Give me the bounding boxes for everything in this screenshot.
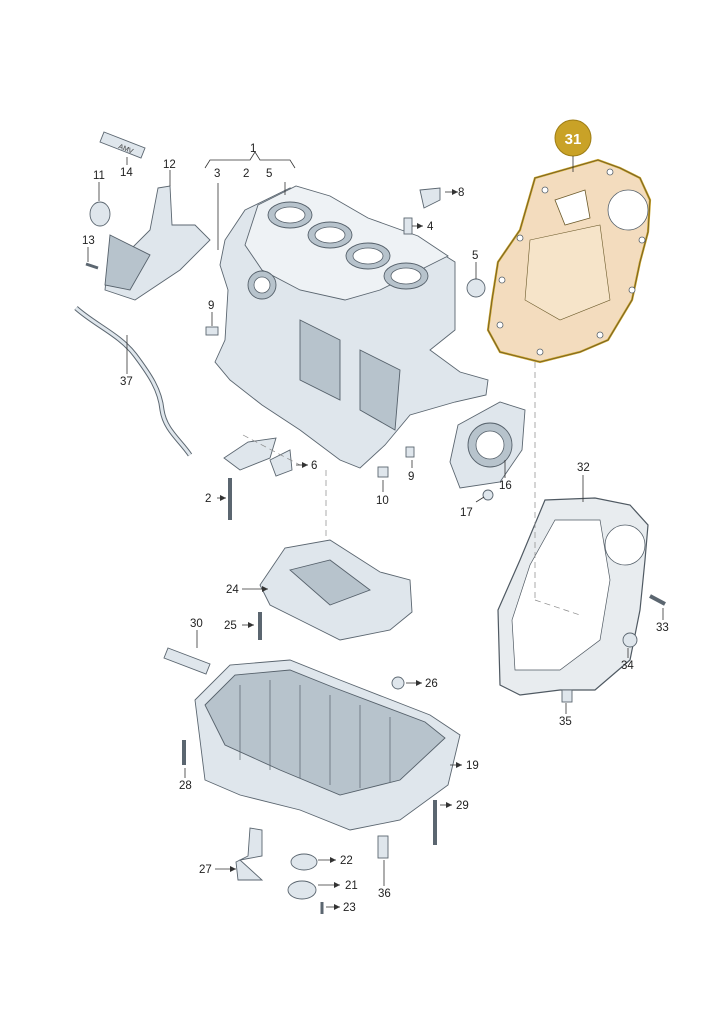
nozzle-6[interactable] bbox=[269, 449, 293, 477]
gasket-32[interactable] bbox=[497, 497, 649, 696]
label-35[interactable]: 35 bbox=[559, 716, 572, 728]
sleeve-35[interactable] bbox=[561, 689, 573, 703]
label-8[interactable]: 8 bbox=[458, 187, 464, 199]
nut-34[interactable] bbox=[622, 632, 638, 648]
cylinder-block[interactable] bbox=[214, 185, 489, 469]
label-30[interactable]: 30 bbox=[190, 618, 203, 630]
label-9b[interactable]: 9 bbox=[408, 471, 414, 483]
label-2a[interactable]: 2 bbox=[243, 168, 249, 180]
dipstick-tube-37[interactable] bbox=[74, 306, 193, 457]
oil-baffle-24[interactable] bbox=[259, 539, 413, 641]
label-34[interactable]: 34 bbox=[621, 660, 634, 672]
label-33[interactable]: 33 bbox=[656, 622, 669, 634]
label-6[interactable]: 6 bbox=[311, 460, 317, 472]
label-25[interactable]: 25 bbox=[224, 620, 237, 632]
bolt-33[interactable] bbox=[649, 594, 666, 606]
bolt-17[interactable] bbox=[482, 489, 494, 501]
label-16[interactable]: 16 bbox=[499, 480, 512, 492]
bolt-13[interactable] bbox=[85, 262, 99, 270]
tube-sealant-30[interactable] bbox=[163, 647, 211, 675]
label-13[interactable]: 13 bbox=[82, 235, 95, 247]
seal-11[interactable] bbox=[89, 201, 111, 227]
plug-5[interactable] bbox=[466, 278, 486, 298]
label-21[interactable]: 21 bbox=[345, 880, 358, 892]
label-27[interactable]: 27 bbox=[199, 864, 212, 876]
label-24[interactable]: 24 bbox=[226, 584, 239, 596]
tube-sealant-14[interactable]: AMV bbox=[99, 131, 146, 159]
seal-flange-16[interactable] bbox=[449, 401, 526, 489]
bolt-8[interactable] bbox=[419, 187, 441, 209]
label-19[interactable]: 19 bbox=[466, 760, 479, 772]
label-4[interactable]: 4 bbox=[427, 221, 434, 233]
seal-22[interactable] bbox=[290, 853, 318, 871]
label-37[interactable]: 37 bbox=[120, 376, 133, 388]
label-12[interactable]: 12 bbox=[163, 159, 176, 171]
sleeve-10[interactable] bbox=[377, 466, 389, 478]
gasket-31-highlighted[interactable] bbox=[486, 158, 652, 364]
label-3[interactable]: 3 bbox=[214, 168, 220, 180]
label-14[interactable]: 14 bbox=[120, 167, 133, 179]
label-32[interactable]: 32 bbox=[577, 462, 590, 474]
sensor-36[interactable] bbox=[377, 835, 389, 859]
label-5b[interactable]: 5 bbox=[472, 250, 478, 262]
label-28[interactable]: 28 bbox=[179, 780, 192, 792]
label-17[interactable]: 17 bbox=[460, 507, 473, 519]
label-23[interactable]: 23 bbox=[343, 902, 356, 914]
arrowheads bbox=[220, 189, 462, 910]
badge-31[interactable]: 31 bbox=[554, 119, 592, 157]
label-26[interactable]: 26 bbox=[425, 678, 438, 690]
label-29[interactable]: 29 bbox=[456, 800, 469, 812]
sensor-27[interactable] bbox=[235, 827, 264, 881]
label-11[interactable]: 11 bbox=[93, 170, 105, 182]
bracket-12[interactable] bbox=[104, 185, 211, 301]
label-2b[interactable]: 2 bbox=[205, 493, 211, 505]
label-9a[interactable]: 9 bbox=[208, 300, 214, 312]
flange-21[interactable] bbox=[287, 880, 317, 900]
label-1[interactable]: 1 bbox=[250, 143, 256, 155]
oil-pan-19[interactable] bbox=[194, 659, 461, 831]
bearing-cap[interactable] bbox=[223, 437, 277, 471]
label-22[interactable]: 22 bbox=[340, 855, 353, 867]
label-5a[interactable]: 5 bbox=[266, 168, 272, 180]
label-10[interactable]: 10 bbox=[376, 495, 389, 507]
pin-9b[interactable] bbox=[405, 446, 415, 458]
pin-4[interactable] bbox=[403, 217, 413, 235]
pin-9a[interactable] bbox=[205, 326, 219, 336]
label-36[interactable]: 36 bbox=[378, 888, 391, 900]
badge-31-text: 31 bbox=[565, 131, 582, 148]
plug-26[interactable] bbox=[391, 676, 405, 690]
